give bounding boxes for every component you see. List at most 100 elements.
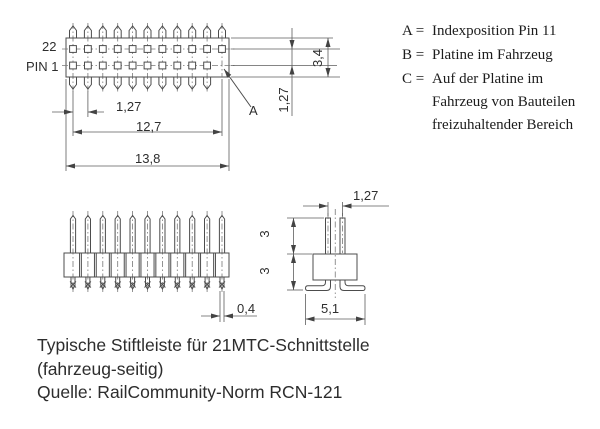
pin-contact-bottom-row: [203, 61, 211, 70]
legend-text-b: Platine im Fahrzeug: [432, 47, 553, 63]
front-pin-upper: [84, 214, 91, 254]
dim-pin-length-label: 3: [256, 230, 272, 238]
dimension-arrowhead: [64, 109, 73, 115]
pin-tip-up: [158, 25, 167, 39]
caption-title: Typische Stiftleiste für 21MTC-Schnittst…: [37, 335, 370, 355]
pin-contact-bottom-row: [128, 61, 137, 70]
pin-tip-down: [188, 76, 197, 90]
pin-tip-down: [98, 76, 107, 90]
front-pin-solder-tail: [115, 276, 121, 291]
pin-contact-top-row: [218, 45, 226, 53]
legend-item-b: B = Platine im Fahrzeug: [402, 44, 575, 67]
dim-body-depth-label: 3,4: [309, 48, 325, 68]
pin-tip-up: [218, 25, 226, 39]
dimension-arrowhead: [224, 313, 233, 319]
front-pin-solder-tail: [70, 276, 76, 291]
dimension-arrowhead: [87, 109, 97, 115]
pin-contact-bottom-row: [188, 61, 197, 70]
pin-tip-up: [69, 25, 77, 39]
dimension-arrowhead: [291, 218, 296, 227]
dimension-arrowhead: [289, 40, 295, 49]
dimension-arrowhead: [220, 163, 229, 169]
pin-tip-up: [128, 25, 137, 39]
dim-side-row-pitch-label: 1,27: [353, 188, 379, 203]
front-pin-upper: [189, 214, 196, 254]
legend-key-a: A =: [402, 23, 425, 39]
pin-contact-top-row: [69, 45, 77, 53]
legend-text-a: Indexposition Pin 11: [432, 23, 557, 39]
pin1-label: PIN 1: [26, 59, 59, 74]
smd-foot-right: [339, 280, 366, 291]
pin-tip-down: [143, 76, 152, 90]
legend-text-c-line3: freizuhaltender Bereich: [432, 117, 574, 133]
side-pin-front: [325, 217, 331, 255]
pin-contact-top-row: [173, 45, 182, 53]
dimension-arrowhead: [73, 129, 82, 135]
legend-key-c: C =: [402, 71, 425, 87]
solder-tail-cross: [84, 281, 92, 288]
solder-tail-cross: [173, 281, 181, 288]
legend-text-c-line2: Fahrzeug von Bauteilen: [432, 94, 576, 110]
front-pin-upper: [144, 214, 151, 254]
pin-tip-down: [128, 76, 137, 90]
pin-tip-down: [69, 76, 77, 90]
dimension-arrowhead: [342, 203, 352, 209]
pin-tip-up: [83, 25, 92, 39]
pin-contact-top-row: [128, 45, 137, 53]
pin-contact-bottom-row: [113, 61, 122, 70]
pin-tip-down: [203, 76, 212, 90]
dim-pitch-label: 1,27: [116, 99, 142, 114]
pin-tip-up: [98, 25, 107, 39]
solder-tail-cross: [144, 281, 151, 288]
front-pin-solder-tail: [204, 276, 210, 291]
dimension-arrowhead: [319, 203, 328, 209]
dimension-arrowhead: [224, 69, 232, 78]
pin-contact-top-row: [158, 45, 167, 53]
dimension-arrowhead: [211, 313, 220, 319]
caption-subtitle: (fahrzeug-seitig): [37, 358, 164, 379]
index-marker-label: A: [249, 103, 258, 118]
solder-tail-cross: [99, 281, 107, 288]
dimension-arrowhead: [305, 316, 315, 322]
front-pin-upper: [174, 214, 181, 254]
dim-overall-width-label: 13,8: [135, 151, 161, 166]
pin-contact-bottom-row: [158, 61, 167, 70]
front-pin-solder-tail: [85, 276, 91, 291]
pin-contact-top-row: [203, 45, 211, 53]
pin-contact-top-row: [188, 45, 197, 53]
dimension-arrowhead: [291, 254, 296, 263]
dimension-arrowhead: [325, 68, 331, 77]
pin-contact-bottom-row: [143, 61, 152, 70]
caption-source: Quelle: RailCommunity-Norm RCN-121: [37, 382, 343, 402]
dim-pin-thickness-label: 0,4: [237, 301, 256, 316]
legend: A = Indexposition Pin 11 B = Platine im …: [402, 20, 575, 138]
dimension-arrowhead: [291, 245, 296, 254]
front-pin-solder-tail: [189, 276, 195, 291]
front-pin-solder-tail: [219, 276, 225, 291]
dimension-arrowhead: [213, 129, 222, 135]
front-pin-upper: [69, 214, 77, 254]
front-pin-solder-tail: [130, 276, 136, 291]
solder-tail-cross: [188, 281, 196, 288]
pin-tip-down: [113, 76, 122, 90]
side-view-drawing: [287, 202, 389, 325]
front-pin-solder-tail: [100, 276, 106, 291]
pin-contact-bottom-row: [173, 61, 182, 70]
pin-contact-bottom-row: [69, 61, 77, 70]
pin-contact-top-row: [113, 45, 122, 53]
front-pin-solder-tail: [174, 276, 180, 291]
dimension-arrowhead: [291, 281, 296, 290]
solder-tail-cross: [159, 281, 166, 288]
front-pin-upper: [159, 214, 166, 254]
front-pin-upper: [99, 214, 106, 254]
legend-key-b: B =: [402, 47, 425, 63]
pin-contact-top-row: [143, 45, 152, 53]
side-pin-back: [339, 217, 346, 255]
dim-pin-span-label: 12,7: [136, 119, 162, 134]
pin-contact-bottom-row: [84, 61, 92, 70]
dim-body-height-label: 3: [256, 267, 272, 275]
solder-tail-cross: [203, 281, 211, 288]
solder-tail-cross: [218, 281, 226, 288]
